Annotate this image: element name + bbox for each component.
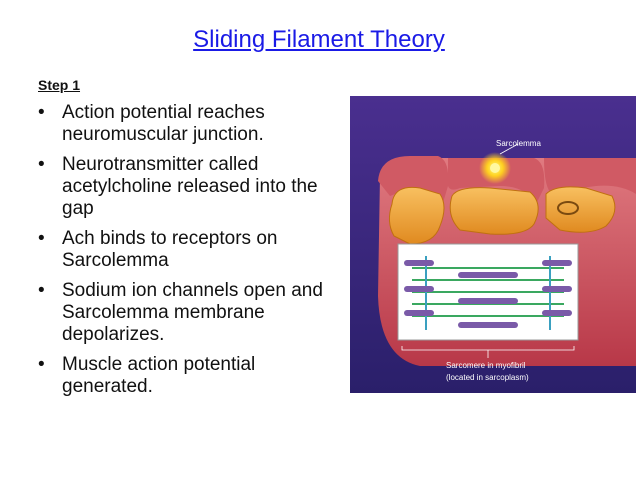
bullet-dot-icon: •	[38, 280, 45, 301]
bullet-dot-icon: •	[38, 228, 45, 249]
bullet-dot-icon: •	[38, 354, 45, 375]
vesicle	[449, 187, 539, 235]
bullet-text: Muscle action potential generated.	[62, 354, 256, 397]
slide-title: Sliding Filament Theory	[193, 26, 445, 53]
bullet-item: • Sodium ion channels open and Sarcolemma…	[38, 280, 338, 346]
glow-core	[490, 163, 500, 173]
vesicle	[388, 186, 445, 245]
bullet-text: Neurotransmitter called acetylcholine re…	[62, 154, 318, 219]
bullet-dot-icon: •	[38, 102, 45, 123]
step-label: Step 1	[38, 77, 81, 93]
bullet-text: Action potential reaches neuromuscular j…	[62, 102, 265, 145]
bullet-item: • Neurotransmitter called acetylcholine r…	[38, 154, 338, 220]
sarcolemma-label: Sarcolemma	[496, 139, 541, 148]
thick-filaments	[404, 260, 572, 328]
bullet-item: • Ach binds to receptors on Sarcolemma	[38, 228, 338, 272]
vesicle	[545, 186, 616, 233]
vesicle-opening	[557, 201, 579, 215]
sarcomere-caption-2: (located in sarcoplasm)	[446, 373, 529, 382]
membrane-fold	[544, 158, 636, 194]
label-leader-line	[499, 143, 519, 155]
bullet-text: Ach binds to receptors on Sarcolemma	[62, 228, 278, 271]
bullet-text: Sodium ion channels open and Sarcolemma …	[62, 280, 323, 345]
muscle-fiber-svg: Sarcolemma	[350, 96, 636, 393]
bullet-dot-icon: •	[38, 154, 45, 175]
bullet-list: • Action potential reaches neuromuscular …	[38, 102, 338, 406]
bullet-item: • Action potential reaches neuromuscular …	[38, 102, 338, 146]
muscle-fiber-illustration: Sarcolemma	[350, 96, 636, 393]
sarcomere-filaments	[404, 256, 572, 330]
bullet-item: • Muscle action potential generated.	[38, 354, 338, 398]
sarcomere-caption-1: Sarcomere in myofibril	[446, 361, 526, 370]
